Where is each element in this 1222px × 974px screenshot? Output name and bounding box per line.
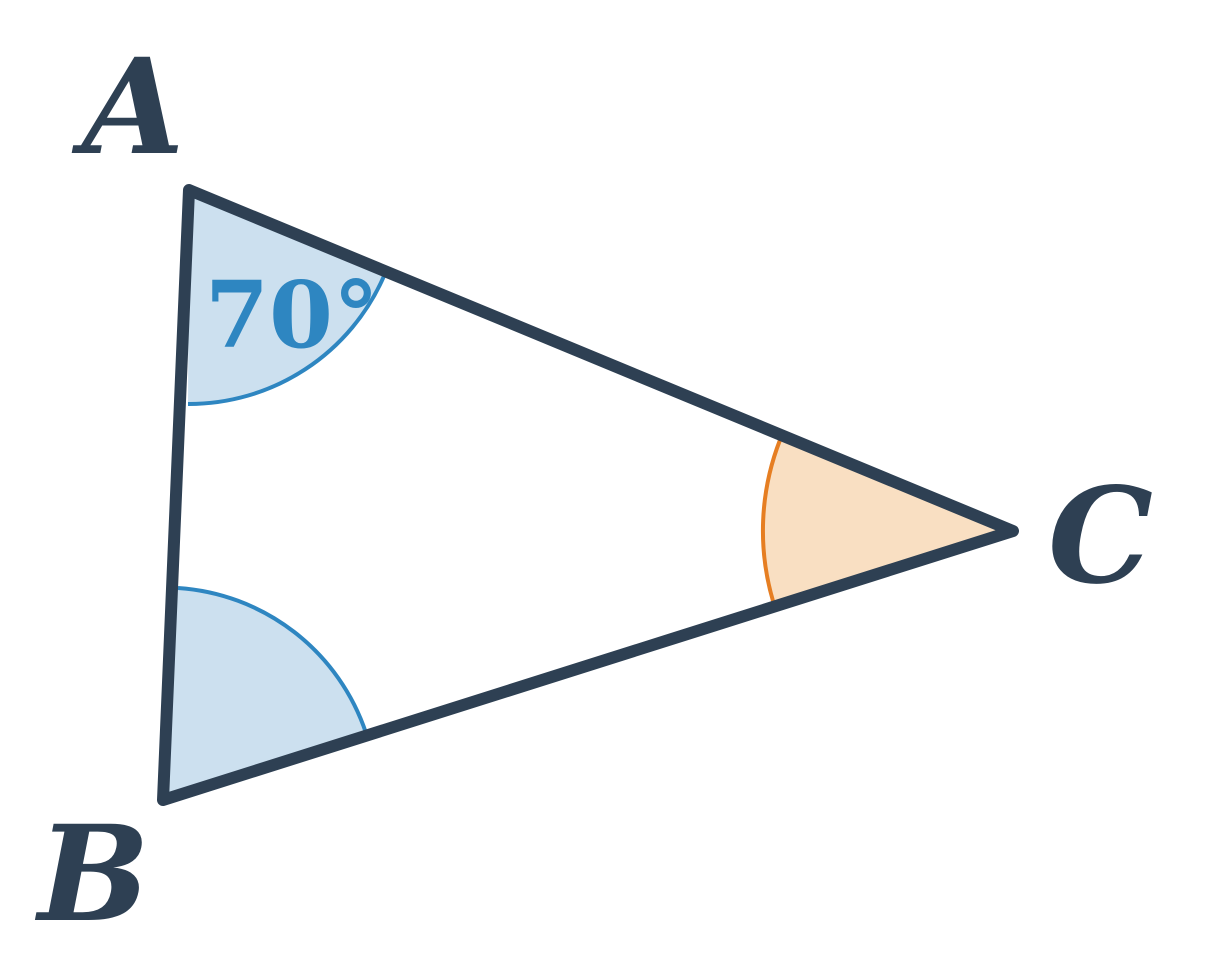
angle-c-arc [760, 439, 782, 602]
angle-a-arc [187, 275, 386, 407]
vertex-label-b: B [34, 797, 150, 952]
vertex-label-a: A [71, 30, 184, 185]
angle-a-sector [188, 190, 384, 405]
triangle-abc [157, 184, 1019, 806]
vertex-label-c: C [1048, 459, 1153, 614]
angle-c-sector [762, 440, 1013, 601]
angle-a-label: 70° [205, 261, 379, 369]
angle-b-arc [177, 586, 368, 734]
